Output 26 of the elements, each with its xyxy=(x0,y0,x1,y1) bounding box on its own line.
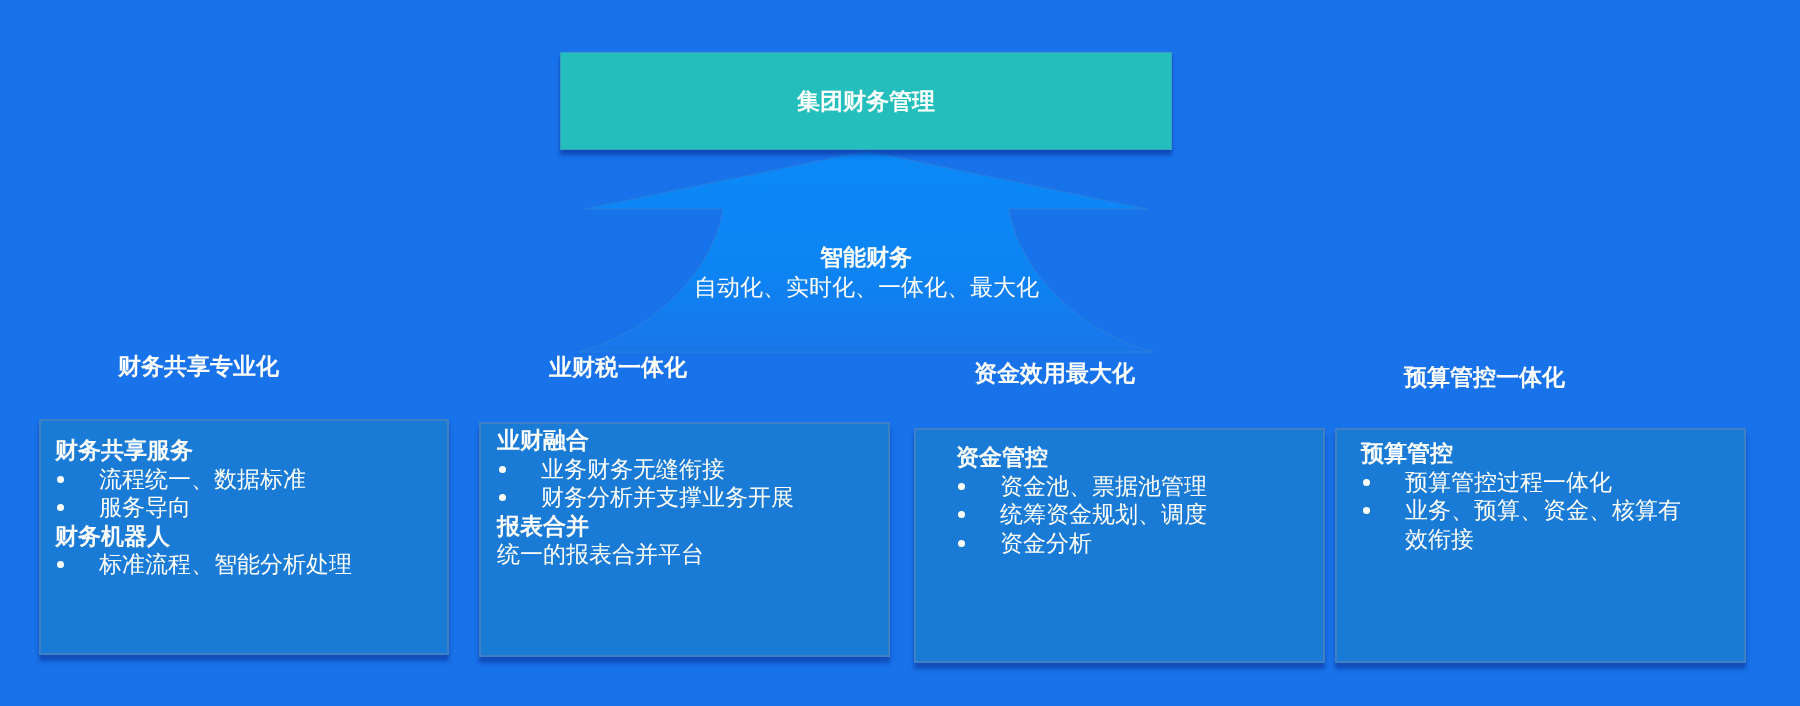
bullet-text: 业务、预算、资金、核算有效衔接 xyxy=(1405,496,1682,553)
section-heading: 业财税一体化 xyxy=(549,353,687,382)
body-text: 统一的报表合并平台 xyxy=(497,540,704,569)
subheading: 报表合并 xyxy=(497,511,589,540)
section-heading: 预算管控一体化 xyxy=(1403,363,1565,392)
bullet-text: 流程统一、数据标准 xyxy=(99,464,306,493)
arrow-heading: 智能财务 xyxy=(820,243,912,272)
block-arrow xyxy=(577,150,1155,353)
subheading: 财务共享服务 xyxy=(55,436,193,465)
subheading: 业财融合 xyxy=(497,426,589,455)
section-heading: 财务共享专业化 xyxy=(117,352,279,381)
bullet-text: 标准流程、智能分析处理 xyxy=(99,550,352,579)
bullet-text: 业务财务无缝衔接 xyxy=(541,454,725,483)
section-heading: 资金效用最大化 xyxy=(973,359,1135,388)
bullet-text: 服务导向 xyxy=(99,493,191,522)
bullet-text: 资金池、票据池管理 xyxy=(1000,471,1207,500)
subheading: 预算管控 xyxy=(1361,439,1453,468)
subheading: 财务机器人 xyxy=(55,521,170,550)
header-box xyxy=(560,52,1172,150)
subheading: 资金管控 xyxy=(956,443,1048,472)
bullet-text: 财务分析并支撑业务开展 xyxy=(541,483,794,512)
arrow-subtitle: 自动化、实时化、一体化、最大化 xyxy=(693,273,1039,302)
bullet-text: 资金分析 xyxy=(1000,528,1092,557)
bullet-text: 统筹资金规划、调度 xyxy=(1000,500,1207,529)
bullet-text: 预算管控过程一体化 xyxy=(1405,467,1612,496)
header-title: 集团财务管理 xyxy=(797,87,935,116)
